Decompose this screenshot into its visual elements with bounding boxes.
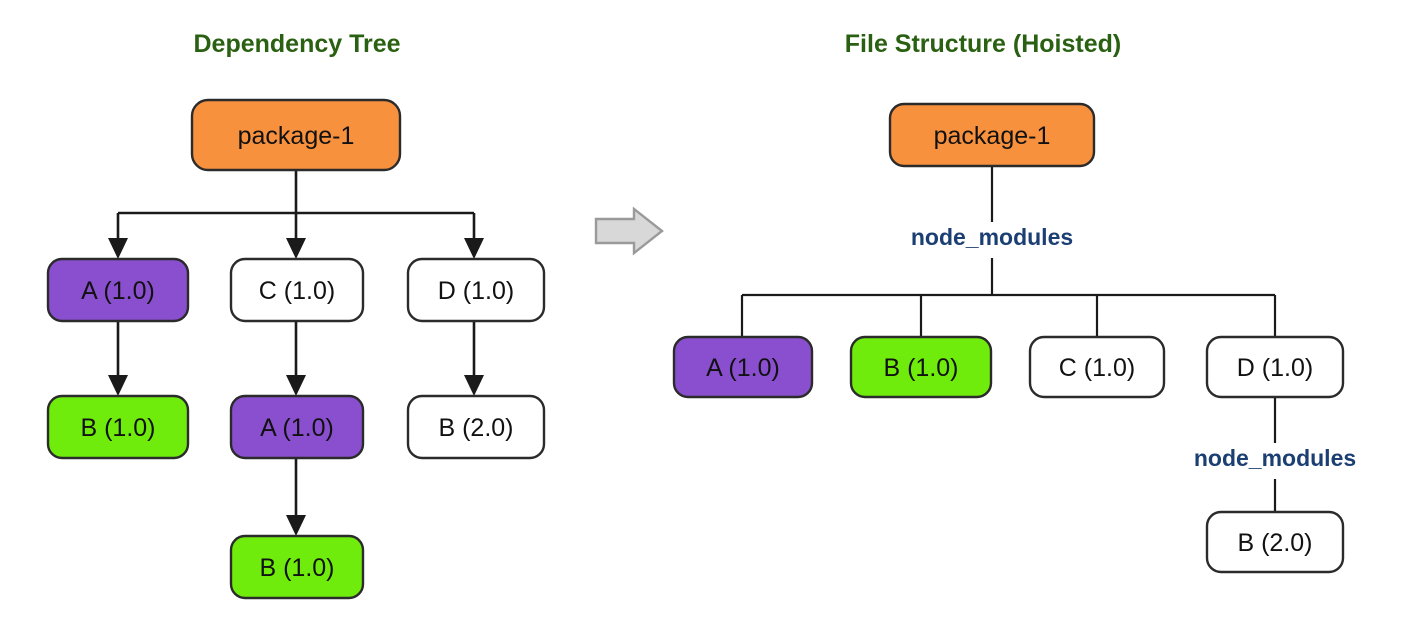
node-package-1-right[interactable]: package-1: [888, 102, 1096, 168]
node-label: B (1.0): [883, 354, 958, 382]
node-label: A (1.0): [260, 414, 334, 442]
node-label: B (1.0): [80, 414, 155, 442]
node-a-1-0-right[interactable]: A (1.0): [672, 335, 814, 399]
node-d-1-0-right[interactable]: D (1.0): [1205, 335, 1345, 399]
node-box[interactable]: [406, 257, 546, 323]
node-label: package-1: [934, 122, 1051, 150]
node-label: D (1.0): [1237, 354, 1313, 382]
arrowhead-to-a: [108, 238, 128, 259]
arrowhead-a2-to-b3: [286, 515, 306, 536]
node-label: package-1: [238, 122, 355, 150]
node-box[interactable]: [406, 394, 546, 460]
node-box[interactable]: [1205, 510, 1345, 574]
node-modules-label-nested: node_modules: [1194, 445, 1356, 471]
node-label: A (1.0): [81, 277, 155, 305]
arrowhead-to-d: [464, 238, 484, 259]
node-box[interactable]: [190, 98, 402, 172]
node-label: A (1.0): [706, 354, 780, 382]
node-box[interactable]: [229, 534, 365, 600]
arrowhead-a-to-b: [108, 375, 128, 396]
right-arrow-icon: [594, 206, 664, 256]
node-box[interactable]: [849, 335, 993, 399]
arrowhead-d-to-b2: [464, 375, 484, 396]
hoist-transform-arrow: [594, 206, 664, 256]
node-box[interactable]: [229, 394, 365, 460]
node-b-2-0-right[interactable]: B (2.0): [1205, 510, 1345, 574]
node-b-2-0-left[interactable]: B (2.0): [406, 394, 546, 460]
file-structure-title: File Structure (Hoisted): [845, 30, 1121, 58]
arrowhead-c-to-a: [286, 375, 306, 396]
arrowhead-to-c: [286, 238, 306, 259]
node-c-1-0-right[interactable]: C (1.0): [1028, 335, 1166, 399]
node-box[interactable]: [229, 257, 365, 323]
node-box[interactable]: [888, 102, 1096, 168]
node-box[interactable]: [672, 335, 814, 399]
node-label: C (1.0): [259, 277, 335, 305]
node-d-1-0-left[interactable]: D (1.0): [406, 257, 546, 323]
panel-dependency-tree: Dependency Tree package-1 A (1.0): [46, 30, 546, 600]
node-b-1-0-right[interactable]: B (1.0): [849, 335, 993, 399]
node-box[interactable]: [46, 394, 190, 460]
node-label: D (1.0): [438, 277, 514, 305]
node-box[interactable]: [1028, 335, 1166, 399]
node-label: B (2.0): [1237, 529, 1312, 557]
node-b-1-0-deep-left[interactable]: B (1.0): [229, 534, 365, 600]
node-a-1-0-nested-left[interactable]: A (1.0): [229, 394, 365, 460]
panel-file-structure-hoisted: File Structure (Hoisted) node_modules no…: [672, 30, 1356, 574]
node-label: C (1.0): [1059, 354, 1135, 382]
node-c-1-0-left[interactable]: C (1.0): [229, 257, 365, 323]
node-label: B (1.0): [259, 554, 334, 582]
node-box[interactable]: [1205, 335, 1345, 399]
node-a-1-0-left[interactable]: A (1.0): [46, 257, 190, 323]
node-modules-label-top: node_modules: [911, 224, 1073, 250]
node-label: B (2.0): [438, 414, 513, 442]
node-package-1-left[interactable]: package-1: [190, 98, 402, 172]
node-box[interactable]: [46, 257, 190, 323]
node-b-1-0-left[interactable]: B (1.0): [46, 394, 190, 460]
dependency-tree-title: Dependency Tree: [193, 30, 400, 58]
